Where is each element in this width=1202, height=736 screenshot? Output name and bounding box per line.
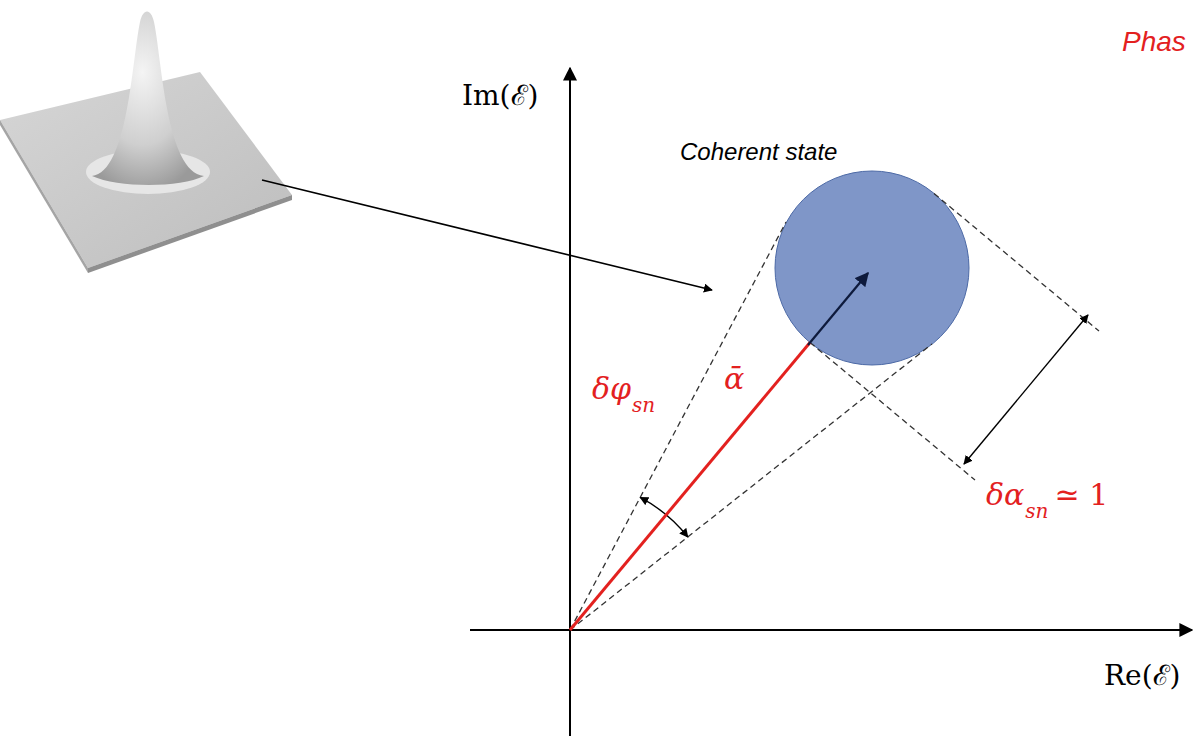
real-axis: [470, 629, 1192, 631]
phase-noise-symbol: δφ: [592, 372, 631, 407]
coherent-state-disc: [775, 171, 969, 365]
subscript: sn: [632, 394, 655, 417]
tangent-line: [570, 222, 786, 630]
amplitude-noise-symbol: δα: [986, 478, 1024, 513]
plane-edge: [0, 120, 88, 273]
vector-head: [808, 273, 868, 345]
axis-label: Im(ℰ): [462, 80, 538, 112]
vector-label: ᾱ: [724, 362, 744, 397]
mean-amplitude-vector: [570, 343, 810, 631]
gaussian-peak: [92, 12, 204, 186]
tangent-line: [570, 344, 932, 630]
extent-line: [810, 343, 975, 481]
extent-line: [934, 194, 1099, 332]
gaussian-illustration: [0, 12, 292, 274]
pointer-arrow: [262, 180, 712, 290]
state-label: Coherent state: [680, 138, 837, 166]
approx-value: ≃ 1: [1054, 478, 1108, 513]
panel-title-fragment: Phas: [1122, 26, 1186, 58]
imaginary-axis: [569, 68, 571, 736]
plane-edge: [88, 195, 292, 273]
subscript: sn: [1025, 500, 1048, 523]
amplitude-dimension: [964, 315, 1088, 464]
axis-label: Re(ℰ): [1104, 660, 1181, 692]
